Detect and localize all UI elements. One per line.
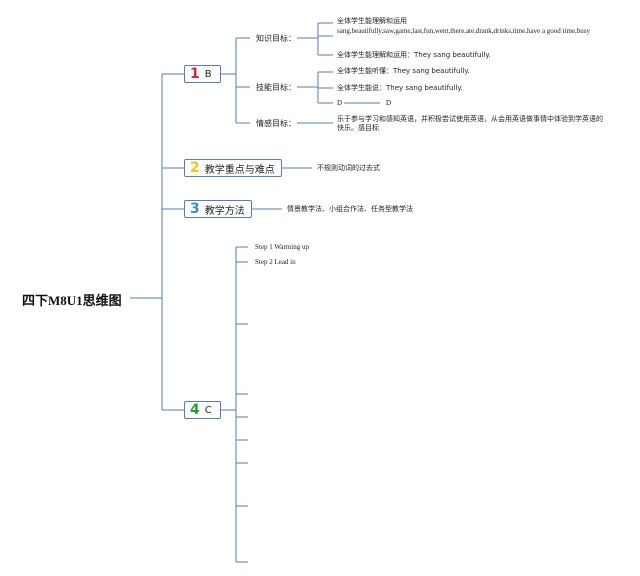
knowledge-goal-label: 知识目标：: [256, 34, 296, 43]
step-1-label: Step 1 Warming up: [255, 243, 309, 251]
skill-leaf-3b: D: [386, 99, 392, 107]
skill-leaf-3: D: [337, 99, 343, 107]
knowledge-leaf-1: 全体学生能理解和运用: [337, 17, 407, 25]
emotion-goal-label: 情感目标：: [256, 119, 296, 128]
emotion-leaf-1: 乐于参与学习和感知英语，并积极尝试使用英语，从会用英语做事情中体验到学英语的快乐…: [337, 115, 603, 132]
skill-goal-label: 技能目标：: [256, 83, 296, 92]
branch-4-number: 4: [190, 402, 200, 418]
knowledge-leaf-2: sang,beautifully,saw,game,last,fun,went,…: [337, 27, 590, 35]
skill-leaf-2: 全体学生能说：They sang beautifully.: [337, 84, 463, 92]
branch-2-label: 教学重点与难点: [204, 164, 275, 176]
branch-4-node[interactable]: 4 C: [184, 401, 221, 419]
branch-3-label: 教学方法: [204, 205, 245, 217]
root-title: 四下M8U1思维图: [22, 293, 122, 308]
branch-3-note: 情景教学法、小组合作法、任务型教学法: [287, 205, 413, 213]
branch-3-node[interactable]: 3 教学方法: [184, 200, 252, 218]
step-2-label: Step 2 Lead in: [255, 258, 296, 266]
branch-1-node[interactable]: 1 B: [184, 65, 221, 83]
branch-1-number: 1: [190, 66, 200, 82]
branch-3-number: 3: [190, 201, 200, 217]
branch-2-node[interactable]: 2 教学重点与难点: [184, 159, 282, 177]
branch-2-note: 不规则动词的过去式: [317, 164, 380, 172]
knowledge-leaf-3: 全体学生能理解和运用：They sang beautifully.: [337, 51, 491, 59]
skill-leaf-1: 全体学生能听懂：They sang beautifully.: [337, 67, 470, 75]
branch-2-number: 2: [190, 160, 200, 176]
branch-4-label: C: [204, 404, 212, 416]
branch-1-label: B: [204, 68, 212, 80]
